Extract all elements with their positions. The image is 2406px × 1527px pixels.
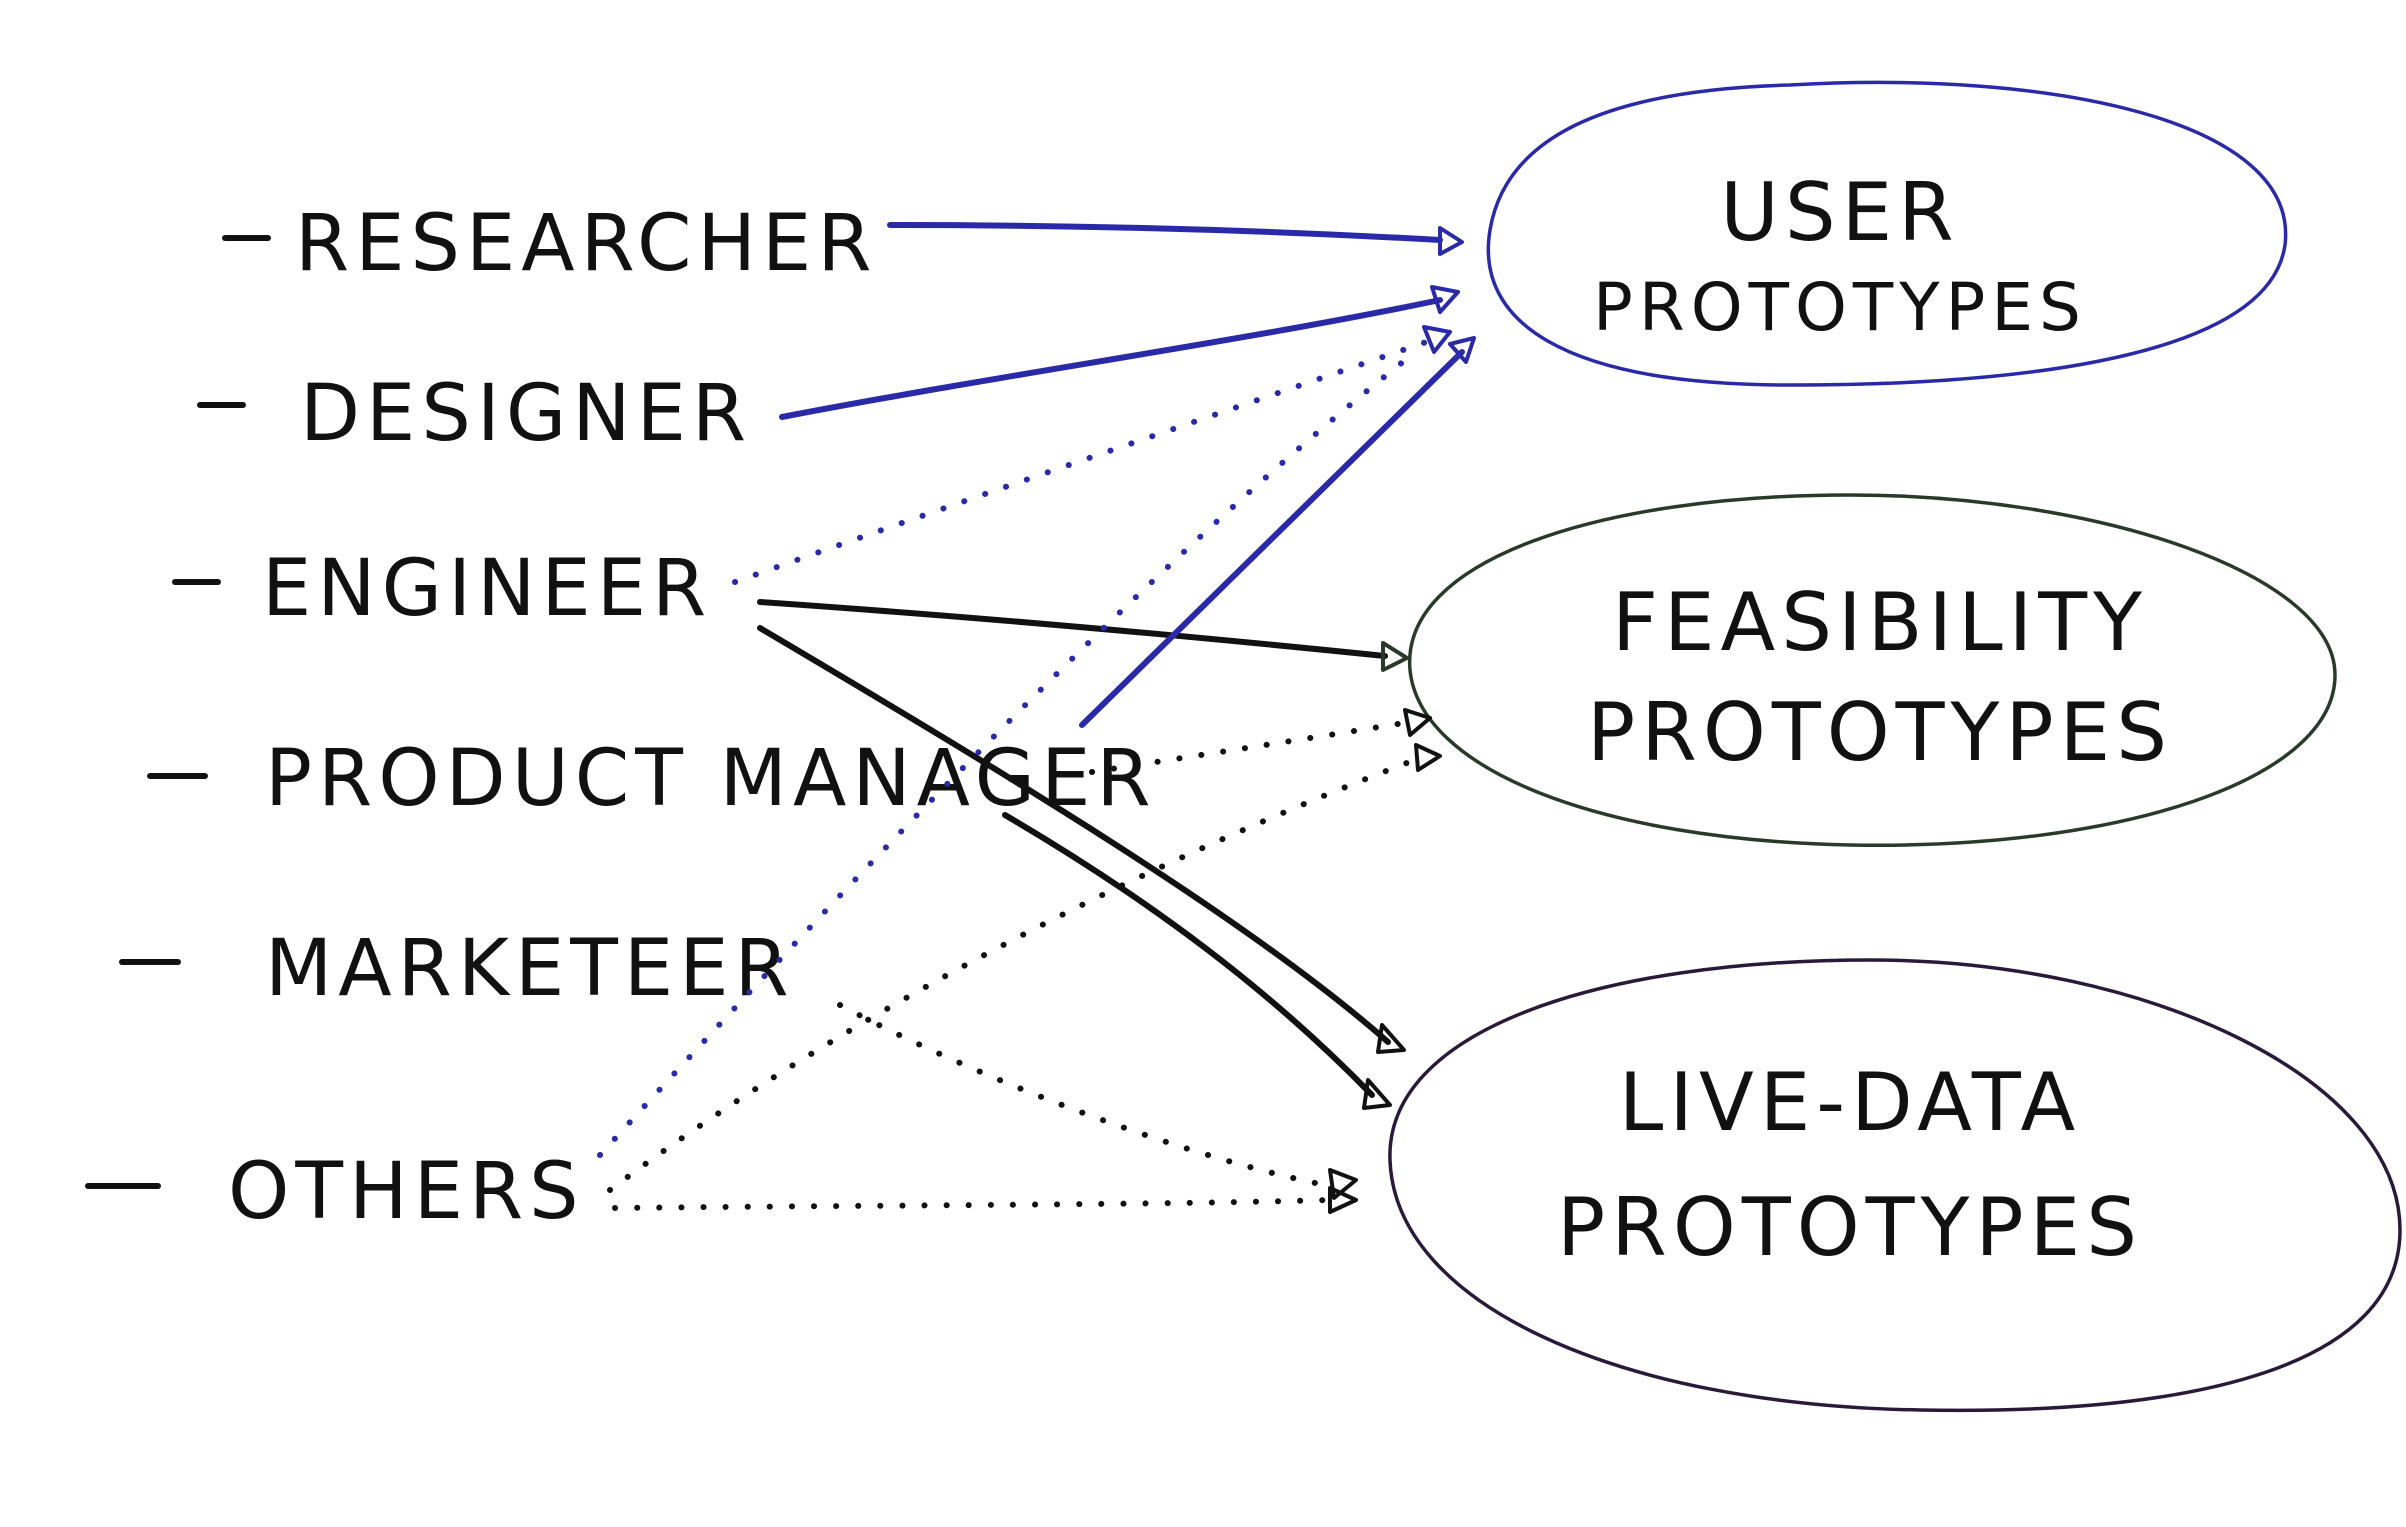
connector-marketeer-to-live-data bbox=[837, 1002, 1358, 1200]
target-live-data-prototypes: LIVE-DATA PROTOTYPES bbox=[1388, 958, 2402, 1413]
connector-others-to-user bbox=[597, 347, 1421, 1158]
connector-product-manager-to-user bbox=[1079, 336, 1476, 728]
role-label-marketeer: MARKETEER bbox=[265, 924, 795, 1014]
role-label-engineer: ENGINEER bbox=[262, 544, 712, 634]
role-product-manager: PRODUCT MANAGER bbox=[147, 734, 1157, 824]
user-prototypes-line2: PROTOTYPES bbox=[1593, 269, 2087, 346]
role-researcher: RESEARCHER bbox=[222, 199, 878, 289]
live-data-prototypes-line2: PROTOTYPES bbox=[1557, 1181, 2143, 1274]
user-prototypes-line1: USER bbox=[1720, 166, 1959, 259]
target-feasibility-prototypes: FEASIBILITY PROTOTYPES bbox=[1408, 493, 2337, 847]
connector-engineer-to-feasibility bbox=[757, 599, 1409, 672]
connector-product-manager-to-live-data bbox=[1002, 812, 1392, 1110]
connector-product-manager-to-feasibility bbox=[1089, 708, 1432, 775]
role-marketeer: MARKETEER bbox=[119, 924, 795, 1014]
role-designer: DESIGNER bbox=[197, 369, 752, 459]
role-label-researcher: RESEARCHER bbox=[295, 199, 878, 289]
feasibility-prototypes-line1: FEASIBILITY bbox=[1612, 576, 2148, 669]
connector-others-to-live-data bbox=[612, 1186, 1358, 1214]
role-label-product-manager: PRODUCT MANAGER bbox=[265, 734, 1157, 824]
connector-engineer-to-user bbox=[732, 325, 1452, 585]
role-label-designer: DESIGNER bbox=[300, 369, 752, 459]
feasibility-prototypes-ellipse bbox=[1408, 493, 2337, 847]
role-engineer: ENGINEER bbox=[172, 544, 712, 634]
connector-designer-to-user bbox=[779, 285, 1460, 420]
live-data-prototypes-ellipse bbox=[1388, 958, 2402, 1413]
live-data-prototypes-line1: LIVE-DATA bbox=[1619, 1056, 2081, 1149]
connector-others-to-feasibility bbox=[607, 743, 1442, 1193]
connector-engineer-to-live-data bbox=[757, 625, 1406, 1054]
role-label-others: OTHERS bbox=[228, 1147, 585, 1237]
role-others: OTHERS bbox=[85, 1147, 585, 1237]
user-prototypes-ellipse bbox=[1486, 80, 2288, 387]
target-user-prototypes: USER PROTOTYPES bbox=[1486, 80, 2288, 387]
feasibility-prototypes-line2: PROTOTYPES bbox=[1587, 686, 2173, 779]
connector-researcher-to-user bbox=[887, 222, 1464, 256]
